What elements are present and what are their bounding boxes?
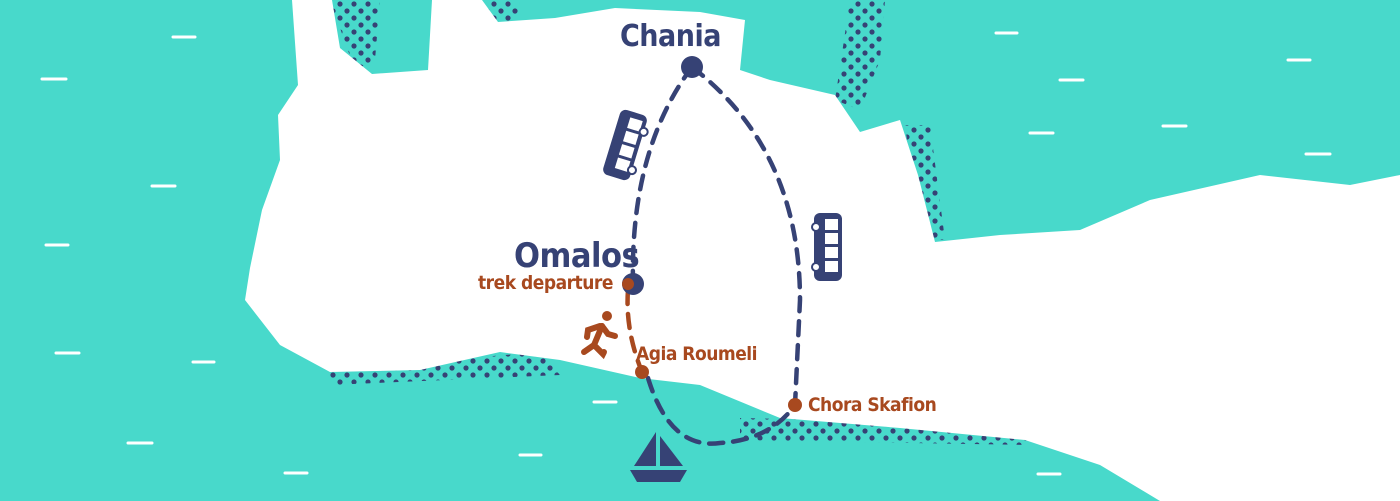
bus-icon <box>811 213 842 281</box>
label-agia-roumeli: Agia Roumeli <box>636 343 758 365</box>
label-chora-skafion: Chora Skafion <box>808 394 937 416</box>
label-chania: Chania <box>620 19 721 54</box>
trek-departure-marker <box>622 278 634 290</box>
chania-marker <box>681 56 703 78</box>
bus-icon <box>603 109 649 181</box>
bus-route-chania-chora <box>689 64 803 408</box>
coastal-dots <box>330 0 1030 445</box>
bus-route-chania-omalos <box>630 64 695 287</box>
trek-route <box>625 287 645 375</box>
hiker-icon <box>581 311 618 360</box>
water-dashes <box>40 31 1332 476</box>
chora-skafion-marker <box>788 398 802 412</box>
label-trek-departure: trek departure <box>478 272 613 294</box>
ferry-route <box>645 375 798 446</box>
agia-roumeli-marker <box>635 365 649 379</box>
label-omalos: Omalos <box>514 236 640 276</box>
sailboat-icon <box>630 432 687 482</box>
